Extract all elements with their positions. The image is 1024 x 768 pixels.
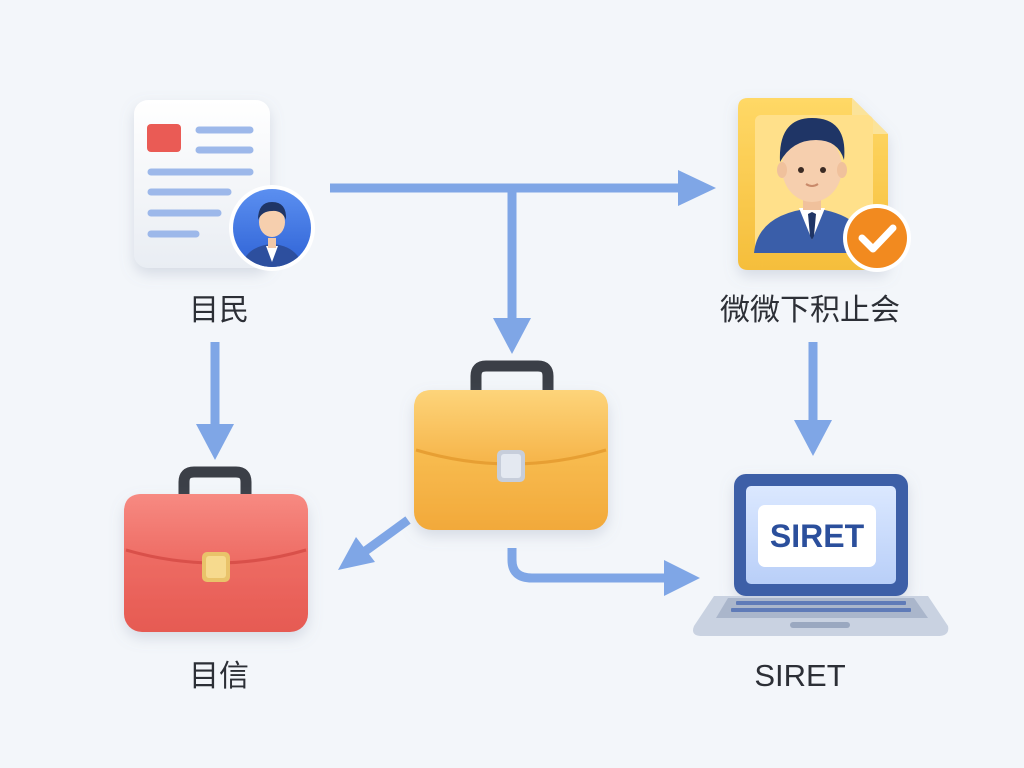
arrowhead xyxy=(338,537,375,570)
person-document-label: 目民 xyxy=(189,293,249,328)
arrow-briefcase-to-red-briefcase xyxy=(361,516,411,556)
arrow-briefcase-to-laptop xyxy=(507,548,668,583)
avatar-icon xyxy=(229,185,315,271)
person-document-icon xyxy=(134,100,315,271)
laptop-icon: SIRET xyxy=(693,474,949,636)
arrowhead xyxy=(664,560,700,596)
connector-arrows xyxy=(196,170,832,596)
red-briefcase-icon xyxy=(124,466,308,632)
arrowhead xyxy=(196,424,234,460)
red-briefcase-label: 目信 xyxy=(189,659,249,694)
verified-profile-label: 微微下积止会 xyxy=(720,293,900,328)
yellow-briefcase-icon xyxy=(414,360,608,530)
check-badge-icon xyxy=(843,204,911,272)
verified-profile-icon xyxy=(738,98,911,272)
arrowhead xyxy=(794,420,832,456)
laptop-label: SIRET xyxy=(754,658,845,693)
laptop-screen-text: SIRET xyxy=(770,518,865,554)
arrowhead xyxy=(493,318,531,354)
arrowhead xyxy=(678,170,716,206)
